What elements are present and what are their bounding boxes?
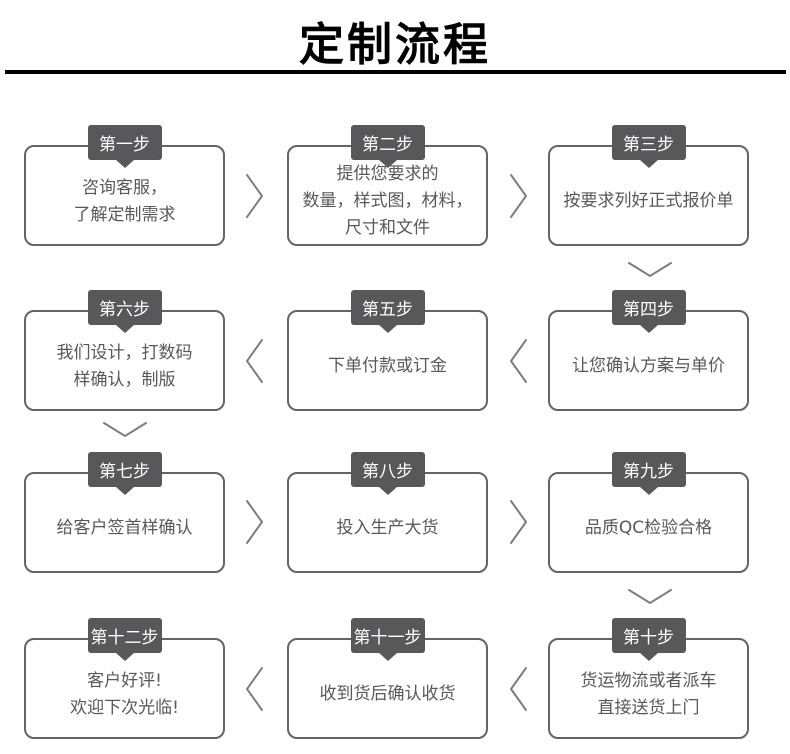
step-card-1: 第一步 咨询客服， 了解定制需求 [24,125,225,246]
badge-notch [115,325,134,333]
chevron-right-icon [510,174,528,218]
step-label: 第二步 [362,135,413,155]
step-card-11: 第十一步 收到货后确认收货 [287,618,488,739]
chevron-down-icon [628,262,672,278]
step-label: 第七步 [99,462,150,482]
step-text: 品质QC检验合格 [550,474,747,571]
step-text-line: 直接送货上门 [597,697,700,718]
step-text-line: 样确认，制版 [73,369,176,390]
step-text-line: 我们设计，打数码 [56,342,193,363]
step-badge-4: 第四步 [611,290,686,333]
badge-notch [378,325,397,333]
chevron-left-icon [245,339,263,383]
step-label: 第一步 [99,135,150,155]
chevron-right-icon [510,500,528,544]
step-text-line: 了解定制需求 [73,204,176,225]
badge-notch [115,653,134,661]
step-card-8: 第八步 投入生产大货 [287,452,488,573]
title-divider [5,70,786,74]
step-badge-12: 第十二步 [87,618,162,661]
badge-notch [639,653,658,661]
step-card-9: 第九步 品质QC检验合格 [548,452,749,573]
badge-notch [115,160,134,168]
badge-notch [378,160,397,168]
chevron-left-icon [509,667,527,711]
chevron-right-icon [246,174,264,218]
step-text-line: 欢迎下次光临! [70,697,179,718]
step-label: 第八步 [362,462,413,482]
step-text: 客户好评! 欢迎下次光临! [26,640,223,737]
step-text: 提供您要求的 数量，样式图，材料， 尺寸和文件 [289,147,486,244]
step-text-line: 给客户签首样确认 [56,518,193,538]
chevron-left-icon [509,339,527,383]
step-card-4: 第四步 让您确认方案与单价 [548,290,749,411]
step-text-line: 提供您要求的 [336,164,439,184]
step-label: 第九步 [623,462,674,482]
step-badge-7: 第七步 [87,452,162,495]
badge-notch [378,653,397,661]
step-label: 第十一步 [353,628,422,648]
step-text: 货运物流或者派车 直接送货上门 [550,640,747,737]
badge-notch [378,487,397,495]
step-card-12: 第十二步 客户好评! 欢迎下次光临! [24,618,225,739]
step-label: 第五步 [362,300,413,320]
chevron-down-icon [103,422,147,438]
step-card-5: 第五步 下单付款或订金 [287,290,488,411]
step-label: 第十步 [623,628,674,648]
step-badge-10: 第十步 [611,618,686,661]
step-text: 我们设计，打数码 样确认，制版 [26,312,223,409]
step-badge-5: 第五步 [350,290,425,333]
step-card-6: 第六步 我们设计，打数码 样确认，制版 [24,290,225,411]
chevron-left-icon [245,667,263,711]
step-text-line: 客户好评! [87,670,162,691]
step-text: 按要求列好正式报价单 [550,147,747,244]
page-title: 定制流程 [298,18,491,71]
step-text: 让您确认方案与单价 [550,312,747,409]
badge-notch [639,160,658,168]
step-label: 第三步 [623,135,674,155]
step-card-10: 第十步 货运物流或者派车 直接送货上门 [548,618,749,739]
badge-notch [639,487,658,495]
step-text-line: 数量，样式图，材料， [302,191,473,211]
chevron-right-icon [246,500,264,544]
step-text: 给客户签首样确认 [26,474,223,571]
chevron-down-icon [628,589,672,605]
step-text-line: 尺寸和文件 [345,218,430,238]
step-badge-6: 第六步 [87,290,162,333]
step-text-line: 下单付款或订金 [328,356,447,376]
step-card-2: 第二步 提供您要求的 数量，样式图，材料， 尺寸和文件 [287,125,488,246]
step-text-line: 货运物流或者派车 [580,670,717,691]
step-text-line: 让您确认方案与单价 [572,356,725,376]
badge-notch [115,487,134,495]
step-text: 收到货后确认收货 [289,640,486,737]
step-badge-8: 第八步 [350,452,425,495]
step-card-7: 第七步 给客户签首样确认 [24,452,225,573]
step-label: 第六步 [99,300,150,320]
step-text-line: 咨询客服， [82,177,167,198]
step-text-line: 按要求列好正式报价单 [563,191,734,211]
step-badge-2: 第二步 [350,125,425,168]
step-label: 第四步 [623,300,674,320]
step-badge-11: 第十一步 [350,618,425,661]
step-badge-1: 第一步 [87,125,162,168]
step-text: 投入生产大货 [289,474,486,571]
step-card-3: 第三步 按要求列好正式报价单 [548,125,749,246]
step-text-line: 投入生产大货 [336,518,439,538]
step-label: 第十二步 [90,628,159,648]
step-text: 下单付款或订金 [289,312,486,409]
step-text: 咨询客服， 了解定制需求 [26,147,223,244]
step-badge-3: 第三步 [611,125,686,168]
step-text-line: 收到货后确认收货 [319,684,456,704]
step-badge-9: 第九步 [611,452,686,495]
badge-notch [639,325,658,333]
step-text-line: 品质QC检验合格 [584,518,713,538]
